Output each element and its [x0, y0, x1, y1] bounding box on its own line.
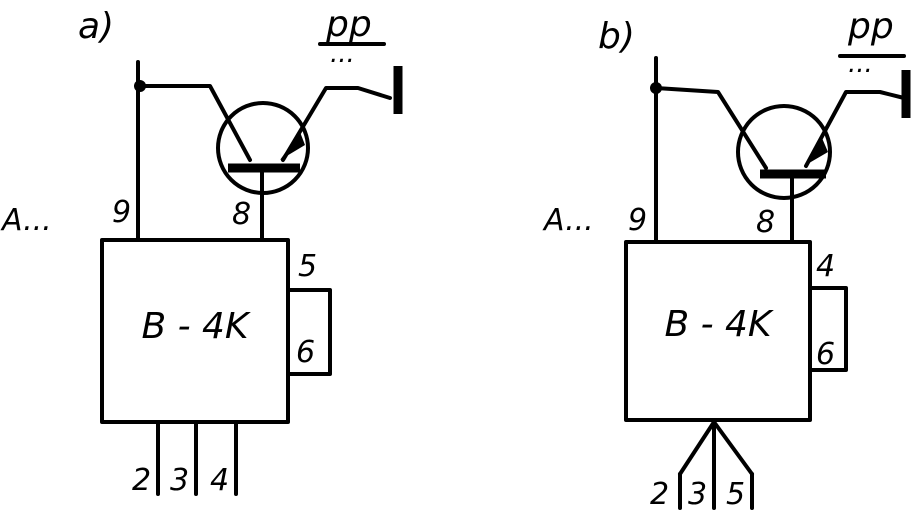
- bottom-fan-right-b: [712, 420, 754, 476]
- pin-bottom-right-b: 6: [816, 337, 835, 372]
- pin-9-label-a: 9: [112, 195, 131, 230]
- collector-wire-b: [804, 90, 906, 168]
- diagram-a-label: a): [78, 6, 114, 47]
- diagram-b-label: b): [598, 16, 635, 57]
- bottom-pin-3-a: 3: [170, 463, 189, 498]
- output-dots-b: ...: [848, 49, 873, 79]
- collector-wire-a: [281, 86, 392, 162]
- bottom-pin-4-a: 4: [210, 463, 229, 498]
- input-label-a: A...: [0, 203, 52, 238]
- pin-9-label-b: 9: [628, 203, 647, 238]
- diagram-b: b) B - 4K A... 9 8 pp ... 4 6: [542, 6, 911, 512]
- bottom-pin-3-b: 3: [688, 477, 707, 512]
- base-wire-b: [654, 86, 768, 170]
- bottom-pin-2-a: 2: [132, 463, 151, 498]
- pin-8-label-a: 8: [232, 197, 251, 232]
- bottom-pin-5-b: 5: [726, 477, 745, 512]
- bottom-pin-2-b: 2: [650, 477, 669, 512]
- pin-8-label-b: 8: [756, 205, 775, 240]
- input-label-b: A...: [542, 203, 594, 238]
- output-dots-a: ...: [330, 39, 355, 69]
- chip-label-b: B - 4K: [664, 304, 773, 345]
- pin-loop-a: [286, 288, 332, 376]
- chip-box-b: [624, 240, 812, 422]
- chip-label-a: B - 4K: [141, 306, 250, 347]
- output-label-a: pp: [325, 4, 372, 45]
- pin-top-right-b: 4: [816, 249, 835, 284]
- output-label-b: pp: [847, 6, 894, 47]
- pin-top-right-a: 5: [298, 249, 317, 284]
- transistor-b: [736, 104, 832, 200]
- pin-loop-b: [808, 286, 848, 372]
- bottom-fan-left-b: [678, 420, 716, 476]
- pin-bottom-right-a: 6: [296, 335, 315, 370]
- base-wire-a: [138, 84, 252, 162]
- diagram-a: a) B - 4K A... 9 8 pp ... 5 6 2: [0, 4, 403, 498]
